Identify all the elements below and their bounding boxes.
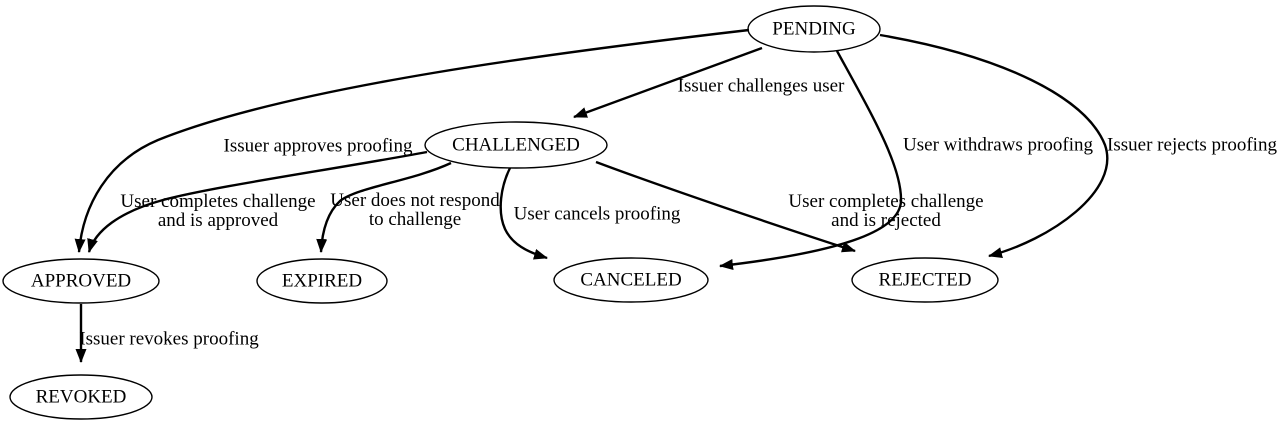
edge-challenged-approved	[87, 150, 428, 253]
edge-pending-rejected	[879, 33, 1109, 259]
node-challenged-ellipse	[424, 121, 608, 169]
edge-label-issuer-challenges-user: Issuer challenges user	[677, 75, 845, 97]
node-challenged-label: CHALLENGED	[452, 134, 580, 156]
node-canceled-ellipse	[553, 257, 709, 303]
node-rejected-ellipse	[851, 257, 999, 303]
edge-label-line: User does not respond	[330, 190, 500, 211]
edge-label-issuer-approves-proofing: Issuer approves proofing	[223, 135, 413, 157]
edge-label-user-withdraws-proofing: User withdraws proofing	[903, 134, 1093, 156]
node-expired-label: EXPIRED	[281, 270, 363, 292]
edge-label-line: and is rejected	[831, 210, 941, 231]
edge-label-user-cancels-proofing: User cancels proofing	[513, 203, 681, 225]
node-expired-ellipse	[256, 258, 388, 304]
edge-label-line: User completes challenge	[788, 191, 984, 212]
node-revoked-ellipse	[9, 374, 153, 420]
node-pending-label: PENDING	[772, 18, 856, 40]
node-revoked-label: REVOKED	[35, 386, 127, 408]
edge-pending-canceled	[719, 50, 903, 270]
node-rejected-label: REJECTED	[878, 269, 972, 291]
node-approved-label: APPROVED	[30, 270, 132, 292]
edge-challenged-rejected	[595, 160, 856, 253]
edge-label-line: User completes challenge	[120, 191, 316, 212]
node-canceled-label: CANCELED	[580, 269, 682, 291]
edge-label-issuer-rejects-proofing: Issuer rejects proofing	[1107, 134, 1277, 156]
edge-label-issuer-revokes-proofing: Issuer revokes proofing	[79, 328, 259, 350]
edge-label-user-completes-challenge-approved: User completes challenge and is approved	[120, 192, 315, 230]
edge-pending-approved	[74, 28, 750, 253]
edge-challenged-expired	[316, 161, 452, 253]
edge-label-line: and is approved	[157, 210, 279, 231]
edge-label-user-completes-challenge-rejected: User completes challenge and is rejected	[788, 192, 983, 230]
edge-pending-challenged	[573, 46, 763, 119]
node-approved-ellipse	[2, 258, 160, 304]
edge-label-line: to challenge	[368, 209, 462, 230]
edge-label-user-does-not-respond: User does not respond to challenge	[330, 191, 499, 229]
edge-challenged-canceled	[499, 167, 548, 260]
